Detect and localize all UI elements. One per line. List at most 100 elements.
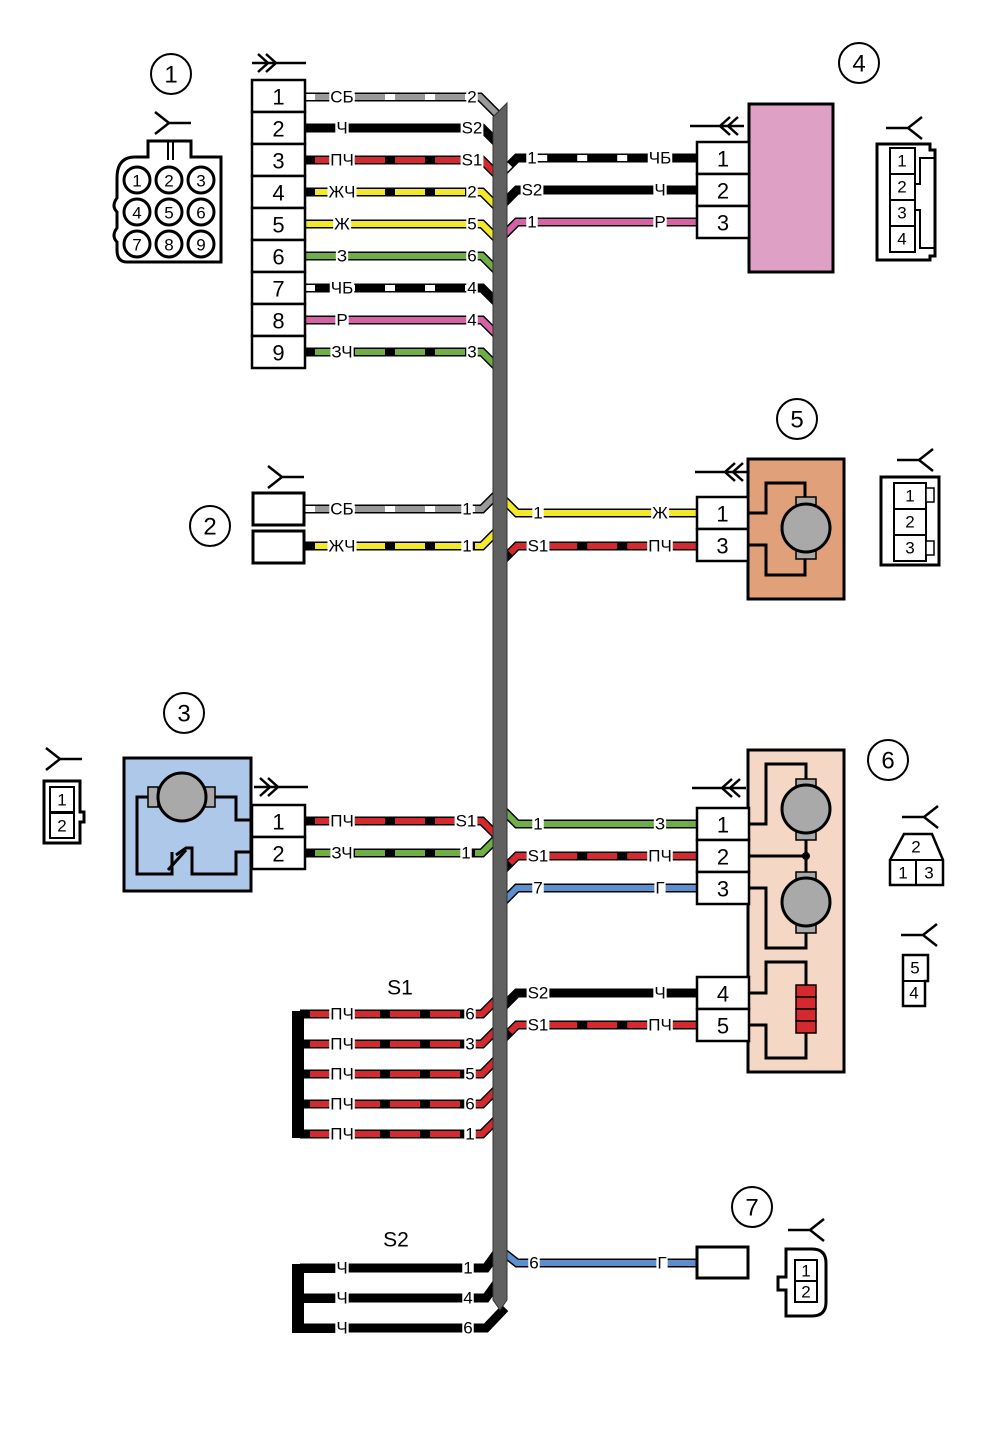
wire-c5-pin-1 [499,495,697,518]
wire-label-bg [329,499,355,519]
face-pin-number: 4 [897,230,906,249]
wire-core [500,187,697,207]
face-pin-number: 6 [196,204,205,223]
pin-cell [250,110,307,146]
wire-label-bg [466,214,478,234]
wire-label: Ж [334,215,350,234]
pin-cell [250,142,307,178]
wire-label-bg [327,182,357,202]
face-pin-number: 2 [905,513,914,532]
wire-label: ПЧ [330,1065,354,1084]
double-chevron-icon [690,116,744,136]
face-pin-circle [122,197,152,227]
pin-number: 3 [717,877,729,902]
wire-core [500,885,697,905]
wire-label: СБ [330,500,353,519]
wire-core [500,219,697,239]
connector2-pin-b [251,529,306,565]
face-pin-number: 3 [897,204,906,223]
wire-label: 7 [533,879,542,898]
pin-number: 4 [717,982,729,1007]
face-pin-cell [889,147,916,175]
wire-label-bg [329,1064,355,1084]
connector-pin: 3 [695,870,751,906]
wire-label: Ч [336,119,347,138]
face-pin-number: 9 [196,236,205,255]
wire-label: S1 [528,537,549,556]
connector-pin: 4 [250,174,307,210]
connector-pin: 6 [250,238,307,274]
pin-number: 8 [272,309,284,334]
connector-pin: 9 [250,334,307,370]
connector-pin: 2 [695,838,751,874]
wire-s1-3 [300,1086,500,1109]
component-number-text: 6 [881,748,894,775]
wire-core [300,1305,508,1331]
wire-label: 4 [467,311,476,330]
connector-pin: 2 [250,110,307,146]
wire-label: 2 [467,88,476,107]
resistor-segment [795,1008,817,1022]
wire-s1-2 [300,1056,500,1079]
wire-label: Ч [336,1259,347,1278]
wire-core [305,189,499,209]
wire-label-bg [464,1094,476,1114]
pin-number: 2 [717,845,729,870]
wire-c6-pin-5 [499,1020,697,1043]
wire-label: ЧБ [331,279,354,298]
pin-cell [695,838,751,874]
connector7-face: 12 [776,1247,828,1318]
wire-label-bg [653,983,667,1003]
face-pin-number: 3 [905,539,914,558]
wire-label-bg [460,118,484,138]
wire-label-bg [335,246,349,266]
wire-label-bg [466,246,478,266]
wire-label: ПЧ [330,151,354,170]
face-pin-number: 4 [132,204,141,223]
pin-number: 4 [272,181,284,206]
wire-label-bg [462,1258,474,1278]
resistor-segment [795,996,817,1010]
wire-core [305,253,499,273]
component-number-circle [838,42,880,84]
face-pin-circle [186,165,216,195]
wire-label-bg [526,983,550,1003]
wire-label: ПЧ [330,1005,354,1024]
switch-contact-icon [166,848,188,872]
component-number-circle [189,505,231,547]
connector-symbol-icon [254,777,308,797]
component5-circuit [748,481,807,577]
wire-label: S1 [528,1016,549,1035]
connector2-pin-a [251,491,306,527]
wire-c7 [500,1248,697,1268]
component-number-2: 2 [189,505,231,547]
wire-stripe [500,155,697,175]
face-pin-number: 2 [57,817,66,836]
wire-core [305,285,499,305]
face-pin-number: 2 [897,178,906,197]
wire-label: 1 [533,504,542,523]
connector-symbol-icon [252,53,306,73]
wire-label: 3 [467,343,476,362]
double-chevron-icon [252,53,306,73]
component-number-text: 2 [203,514,216,541]
wire-label-bg [653,814,667,834]
wire-label: З [337,247,347,266]
wire-label: Г [657,1254,666,1273]
double-chevron-icon [695,462,749,482]
wire-label-bg [335,310,349,330]
pin-number: 3 [717,211,729,236]
wire-label: 1 [527,149,536,168]
wire-c2-1 [305,528,500,551]
face-pin-cell [49,812,75,839]
component-number-text: 5 [790,407,803,434]
wire-label-bg [647,536,673,556]
connector-pin: 8 [250,302,307,338]
harness-trunk [492,101,508,1311]
wire-label-bg [335,1288,349,1308]
fork-icon [45,747,82,771]
wire-label-bg [462,1288,474,1308]
wire-label: ПЧ [330,1035,354,1054]
